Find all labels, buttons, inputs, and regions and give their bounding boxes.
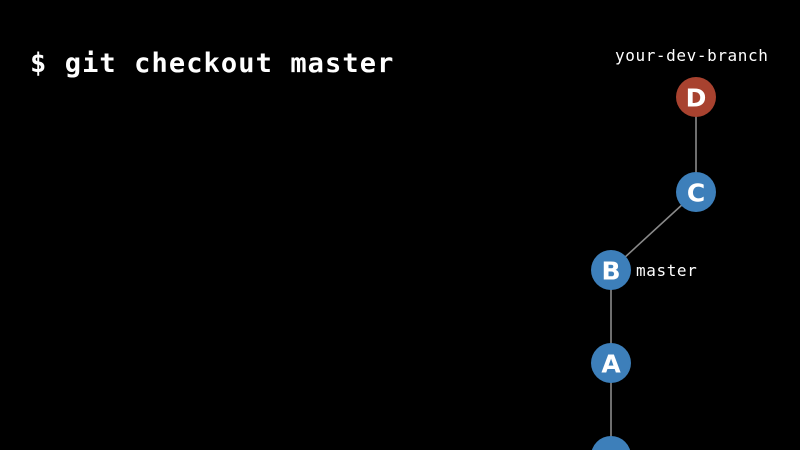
commit-node-a[interactable]: A bbox=[591, 343, 631, 383]
commit-letter-a: A bbox=[601, 350, 621, 379]
terminal-command-line: $ git checkout master bbox=[30, 48, 395, 79]
commit-letter-c: C bbox=[687, 179, 705, 208]
commit-circle-a[interactable] bbox=[591, 343, 631, 383]
commit-node-b[interactable]: B bbox=[591, 250, 631, 290]
commit-circle-root[interactable] bbox=[591, 436, 631, 450]
commit-circle-d[interactable] bbox=[676, 77, 716, 117]
commit-letter-b: B bbox=[601, 257, 620, 286]
commit-node-d[interactable]: D bbox=[676, 77, 716, 117]
commit-circle-c[interactable] bbox=[676, 172, 716, 212]
commit-node-root[interactable] bbox=[591, 436, 631, 450]
commit-circle-b[interactable] bbox=[591, 250, 631, 290]
graph-nodes: A B C D bbox=[591, 77, 716, 450]
commit-letter-d: D bbox=[686, 84, 707, 113]
branch-label-your-dev-branch: your-dev-branch bbox=[615, 46, 769, 65]
branch-label-master: master bbox=[636, 261, 698, 280]
commit-node-c[interactable]: C bbox=[676, 172, 716, 212]
